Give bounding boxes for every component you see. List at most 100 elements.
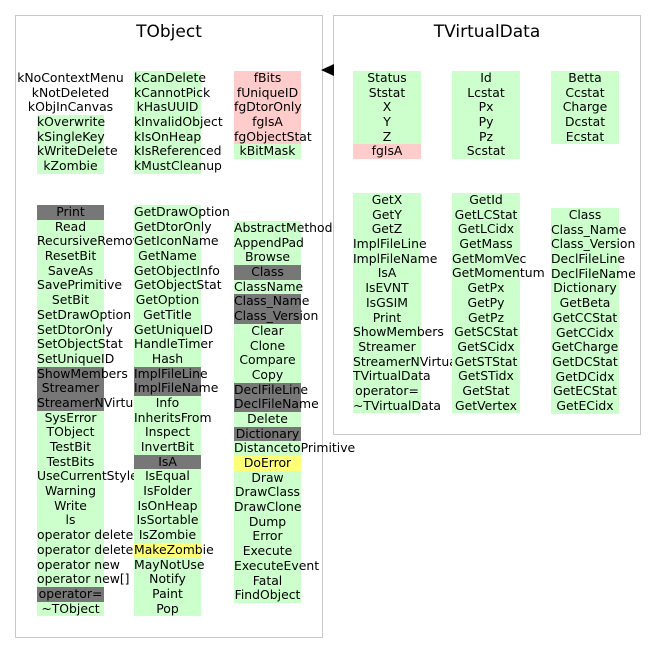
member-item: ImplFileName	[353, 250, 438, 267]
member-item: SetDrawOption	[37, 306, 132, 323]
member-item: TVirtualData	[353, 368, 431, 384]
member-item: Delete	[234, 411, 301, 427]
member-item: GetIconName	[134, 233, 219, 250]
member-item: IsZombie	[134, 527, 201, 543]
member-item: Print	[37, 204, 104, 220]
member-item: GetTitle	[134, 307, 201, 323]
member-item: operator=	[353, 383, 421, 399]
member-item: ~TVirtualData	[353, 397, 442, 414]
member-item: Streamer	[37, 381, 104, 396]
member-item: FindObject	[234, 587, 301, 603]
member-item: GetPz	[452, 310, 520, 326]
member-item: Paint	[134, 586, 201, 602]
member-item: Class_Version	[234, 308, 319, 324]
member-item: Streamer	[353, 339, 421, 355]
member-item: ImplFileLine	[134, 365, 208, 382]
member-item: operator new	[37, 556, 120, 573]
member-item: GetECStat	[551, 384, 619, 399]
member-item: GetCharge	[551, 339, 619, 355]
member-item: fgIsA	[353, 144, 421, 160]
member-item: kNoContextMenu	[17, 70, 124, 85]
member-item: kIsReferenced	[134, 143, 222, 160]
member-item: MakeZombie	[134, 541, 214, 558]
member-item: TObject	[37, 425, 104, 440]
member-item: GetMomVec	[452, 250, 527, 267]
member-item: GetName	[134, 248, 201, 264]
member-item: DrawClass	[234, 484, 301, 501]
member-item: Write	[37, 498, 104, 514]
member-item: DistancetoPrimitive	[234, 440, 356, 456]
member-item: kOverwrite	[37, 114, 106, 130]
member-item: Dictionary	[234, 425, 301, 442]
member-item: operator=	[37, 585, 104, 602]
member-item: ~TObject	[37, 601, 104, 617]
member-item: Class_Name	[551, 221, 627, 238]
member-item: IsA	[134, 454, 201, 470]
member-item: Scstat	[452, 144, 520, 160]
member-item: fgDtorOnly	[234, 99, 302, 116]
member-item: GetPy	[452, 295, 520, 311]
member-item: Class_Name	[234, 293, 310, 310]
member-item: kCanDelete	[134, 70, 206, 86]
member-item: GetPx	[452, 280, 520, 296]
inheritance-arrow-icon	[321, 64, 334, 76]
member-item: IsSortable	[134, 513, 201, 529]
member-item: StreamerNVirtual	[37, 394, 145, 411]
member-item: ShowMembers	[353, 324, 444, 340]
member-item: kNotDeleted	[31, 84, 110, 100]
member-item: Class	[551, 207, 619, 223]
member-item: GetObjectInfo	[134, 262, 220, 279]
member-item: Clone	[234, 338, 301, 354]
member-item: Dictionary	[551, 281, 619, 297]
member-item: Execute	[234, 543, 301, 559]
member-item: GetBeta	[551, 295, 619, 311]
member-item: HandleTimer	[134, 336, 214, 352]
member-item: GetSTidx	[452, 369, 520, 384]
member-item: ls	[37, 513, 104, 529]
member-item: IsEVNT	[353, 280, 421, 296]
member-item: GetY	[353, 207, 421, 223]
member-item: SetDtorOnly	[37, 321, 113, 338]
member-item: AppendPad	[234, 234, 304, 251]
member-item: ResetBit	[37, 248, 104, 264]
member-item: Ststat	[353, 85, 421, 101]
member-item: Print	[353, 310, 421, 326]
member-item: kObjInCanvas	[27, 99, 114, 115]
member-item: RecursiveRemove	[37, 233, 148, 250]
member-item: GetCCStat	[551, 309, 619, 326]
member-item: Px	[452, 100, 520, 116]
member-item: Class_Version	[551, 236, 636, 253]
member-item: kCannotPick	[134, 84, 211, 101]
member-item: fgObjectStat	[234, 128, 312, 145]
member-item: GetX	[353, 192, 421, 208]
member-item: GetId	[452, 192, 520, 208]
member-item: GetVertex	[452, 398, 520, 414]
member-item: Py	[452, 114, 520, 130]
member-item: kIsOnHeap	[134, 128, 202, 145]
member-item: GetECidx	[551, 398, 619, 414]
member-item: ImplFileName	[134, 380, 219, 396]
member-item: Betta	[551, 70, 619, 86]
member-item: ShowMembers	[37, 365, 128, 382]
member-item: Warning	[37, 483, 104, 499]
member-item: DrawClone	[234, 499, 302, 515]
member-item: SetUniqueID	[37, 350, 115, 367]
member-item: TestBit	[37, 439, 104, 455]
member-item: Class	[234, 264, 301, 280]
member-item: DeclFileLine	[551, 251, 625, 267]
member-item: IsEqual	[134, 469, 201, 485]
member-item: X	[353, 100, 421, 116]
member-item: DoError	[234, 455, 301, 471]
member-item: Dcstat	[551, 114, 619, 130]
member-item: Inspect	[134, 425, 201, 440]
member-item: fBits	[234, 70, 301, 86]
member-item: Ecstat	[551, 129, 619, 145]
member-item: ImplFileLine	[353, 236, 427, 252]
